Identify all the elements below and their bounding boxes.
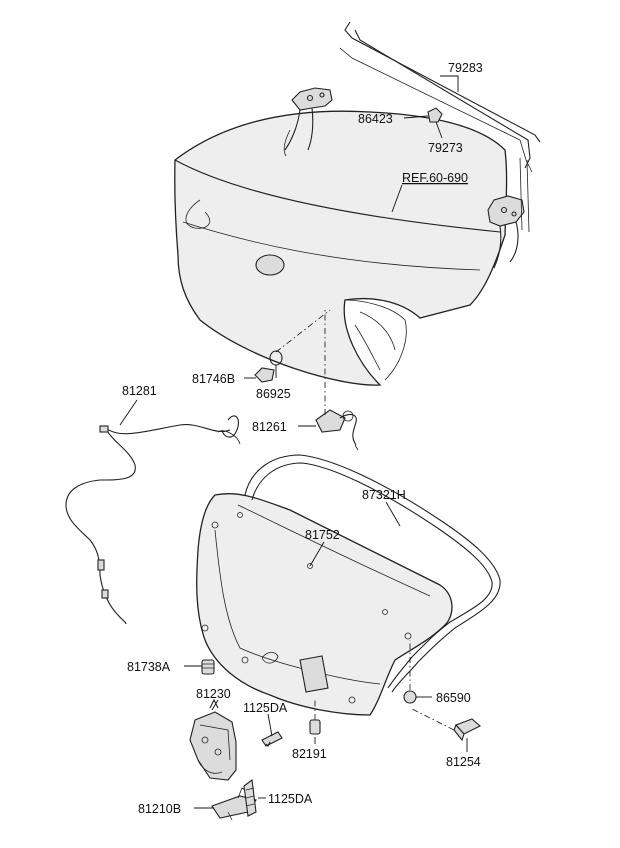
trunk-inner-trim-81752 (196, 493, 453, 716)
torsion-bars (339, 21, 541, 233)
label-79273: 79273 (428, 141, 463, 155)
cable-81281 (65, 415, 241, 625)
trunk-hinge-left (284, 87, 333, 151)
label-86925: 86925 (256, 387, 291, 401)
label-ref-60-690: REF.60-690 (402, 171, 468, 185)
label-79283: 79283 (448, 61, 483, 75)
clip-86423 (427, 107, 443, 123)
callout-labels: 79283 86423 79273 REF.60-690 81746B 8692… (122, 61, 483, 816)
label-86423: 86423 (358, 112, 393, 126)
switch-81254 (453, 718, 481, 742)
bumper-81738A (201, 659, 215, 675)
label-81738A: 81738A (127, 660, 171, 674)
bracket-81746B (254, 367, 275, 383)
label-81752: 81752 (305, 528, 340, 542)
bolt-1125DA-lower (243, 778, 257, 817)
label-81254: 81254 (446, 755, 481, 769)
label-81261: 81261 (252, 420, 287, 434)
label-82191: 82191 (292, 747, 327, 761)
weatherstrip-87321H (244, 454, 501, 693)
label-87321H: 87321H (362, 488, 406, 502)
label-81281: 81281 (122, 384, 157, 398)
label-81210B: 81210B (138, 802, 181, 816)
trunk-lid (174, 110, 508, 386)
grommet-82191 (309, 719, 321, 735)
label-1125DA-upper: 1125DA (243, 701, 288, 715)
actuator-81261 (315, 409, 359, 451)
label-81230: 81230 (196, 687, 231, 701)
plug-86590 (403, 690, 417, 704)
trunk-hinge-right (487, 195, 525, 269)
label-1125DA-lower: 1125DA (268, 792, 313, 806)
leader-lines (119, 75, 468, 809)
trunk-latch-81230 (189, 698, 237, 781)
label-81746B: 81746B (192, 372, 235, 386)
bolt-1125DA-upper (261, 731, 283, 747)
label-86590: 86590 (436, 691, 471, 705)
